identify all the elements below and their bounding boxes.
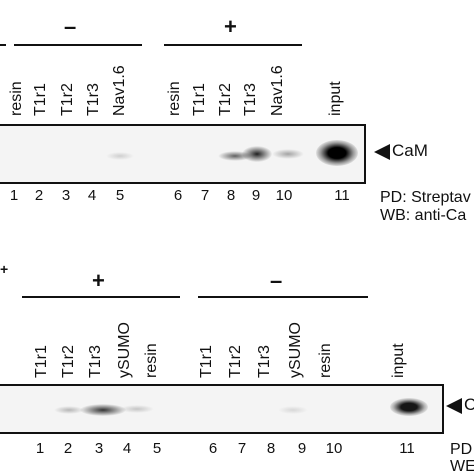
bottom-blot [0, 384, 444, 434]
top-lane-label: T1r3 [85, 83, 102, 116]
top-minus-sign: – [64, 14, 77, 39]
top-band-lane9 [242, 146, 272, 162]
bottom-lane-number: 5 [152, 440, 162, 457]
top-lane-number: 9 [251, 187, 261, 204]
bottom-pd-caption: PD [450, 441, 473, 458]
bottom-edge-plus-sign: + [0, 261, 9, 277]
bottom-lane-number: 7 [237, 440, 247, 457]
bottom-lane-number: 8 [266, 440, 276, 457]
bottom-lane-number: 10 [325, 440, 343, 457]
bottom-minus-sign: – [270, 268, 283, 293]
bottom-lane-label: ySUMO [287, 322, 304, 378]
top-lane-label: input [327, 81, 344, 116]
top-band-lane10 [272, 149, 304, 159]
bottom-wb-caption: WE [450, 458, 474, 475]
top-caM-arrow-icon [374, 144, 390, 160]
top-band-lane5 [106, 152, 134, 160]
top-lane-label: T1r2 [217, 83, 234, 116]
top-band-lane8 [218, 151, 252, 161]
top-lane-label: resin [166, 81, 183, 116]
top-lane-label: T1r1 [32, 83, 49, 116]
top-lane-number: 10 [275, 187, 293, 204]
bottom-lane-number: 1 [35, 440, 45, 457]
bottom-lane-label: T1r3 [87, 345, 104, 378]
top-lane-label: resin [8, 81, 25, 116]
top-lane-label: Nav1.6 [269, 65, 286, 116]
bottom-lane-number: 3 [94, 440, 104, 457]
top-band-input [316, 140, 358, 166]
top-lane-number: 4 [87, 187, 97, 204]
top-blot [0, 124, 366, 184]
bottom-band-arrow-icon [446, 398, 462, 414]
bottom-band-label: C [464, 395, 474, 414]
top-lane-number: 7 [200, 187, 210, 204]
top-pd-caption: PD: Streptav [380, 189, 471, 206]
bottom-plus-sign: + [92, 268, 105, 293]
top-plus-group-rule [164, 44, 302, 46]
bottom-lane-number: 6 [208, 440, 218, 457]
bottom-band-lane2 [54, 406, 84, 414]
bottom-lane-label: ySUMO [116, 322, 133, 378]
top-lane-number: 8 [226, 187, 236, 204]
bottom-band-lane8 [278, 406, 308, 414]
top-minus-group-rule [14, 44, 142, 46]
top-lane-number: 6 [173, 187, 183, 204]
top-lane-number: 2 [34, 187, 44, 204]
top-lane-number: 11 [334, 187, 350, 204]
bottom-lane-label: T1r2 [227, 345, 244, 378]
bottom-band-input [390, 398, 428, 416]
bottom-plus-group-rule [22, 296, 180, 298]
top-lane-number: 1 [9, 187, 19, 204]
bottom-lane-number: 2 [63, 440, 73, 457]
bottom-lane-label: T1r1 [198, 345, 215, 378]
bottom-lane-label: resin [317, 343, 334, 378]
bottom-lane-label: T1r1 [33, 345, 50, 378]
top-lane-number: 3 [61, 187, 71, 204]
bottom-band-lane4 [120, 405, 154, 413]
top-lane-label: T1r3 [242, 83, 259, 116]
top-plus-sign: + [224, 14, 237, 39]
bottom-lane-number: 9 [297, 440, 307, 457]
top-lane-number: 5 [115, 187, 125, 204]
bottom-lane-label: T1r2 [60, 345, 77, 378]
bottom-lane-label: resin [143, 343, 160, 378]
top-band-label: CaM [392, 141, 428, 160]
bottom-lane-number: 4 [122, 440, 132, 457]
bottom-lane-label: input [390, 343, 407, 378]
top-wb-caption: WB: anti-Ca [380, 207, 467, 224]
top-left-edge-rule [0, 44, 6, 46]
bottom-lane-label: T1r3 [256, 345, 273, 378]
top-lane-label: T1r1 [191, 83, 208, 116]
bottom-band-lane3 [80, 404, 126, 416]
bottom-minus-group-rule [198, 296, 368, 298]
top-lane-label: T1r2 [59, 83, 76, 116]
top-lane-label: Nav1.6 [111, 65, 128, 116]
bottom-lane-number: 11 [399, 440, 415, 457]
